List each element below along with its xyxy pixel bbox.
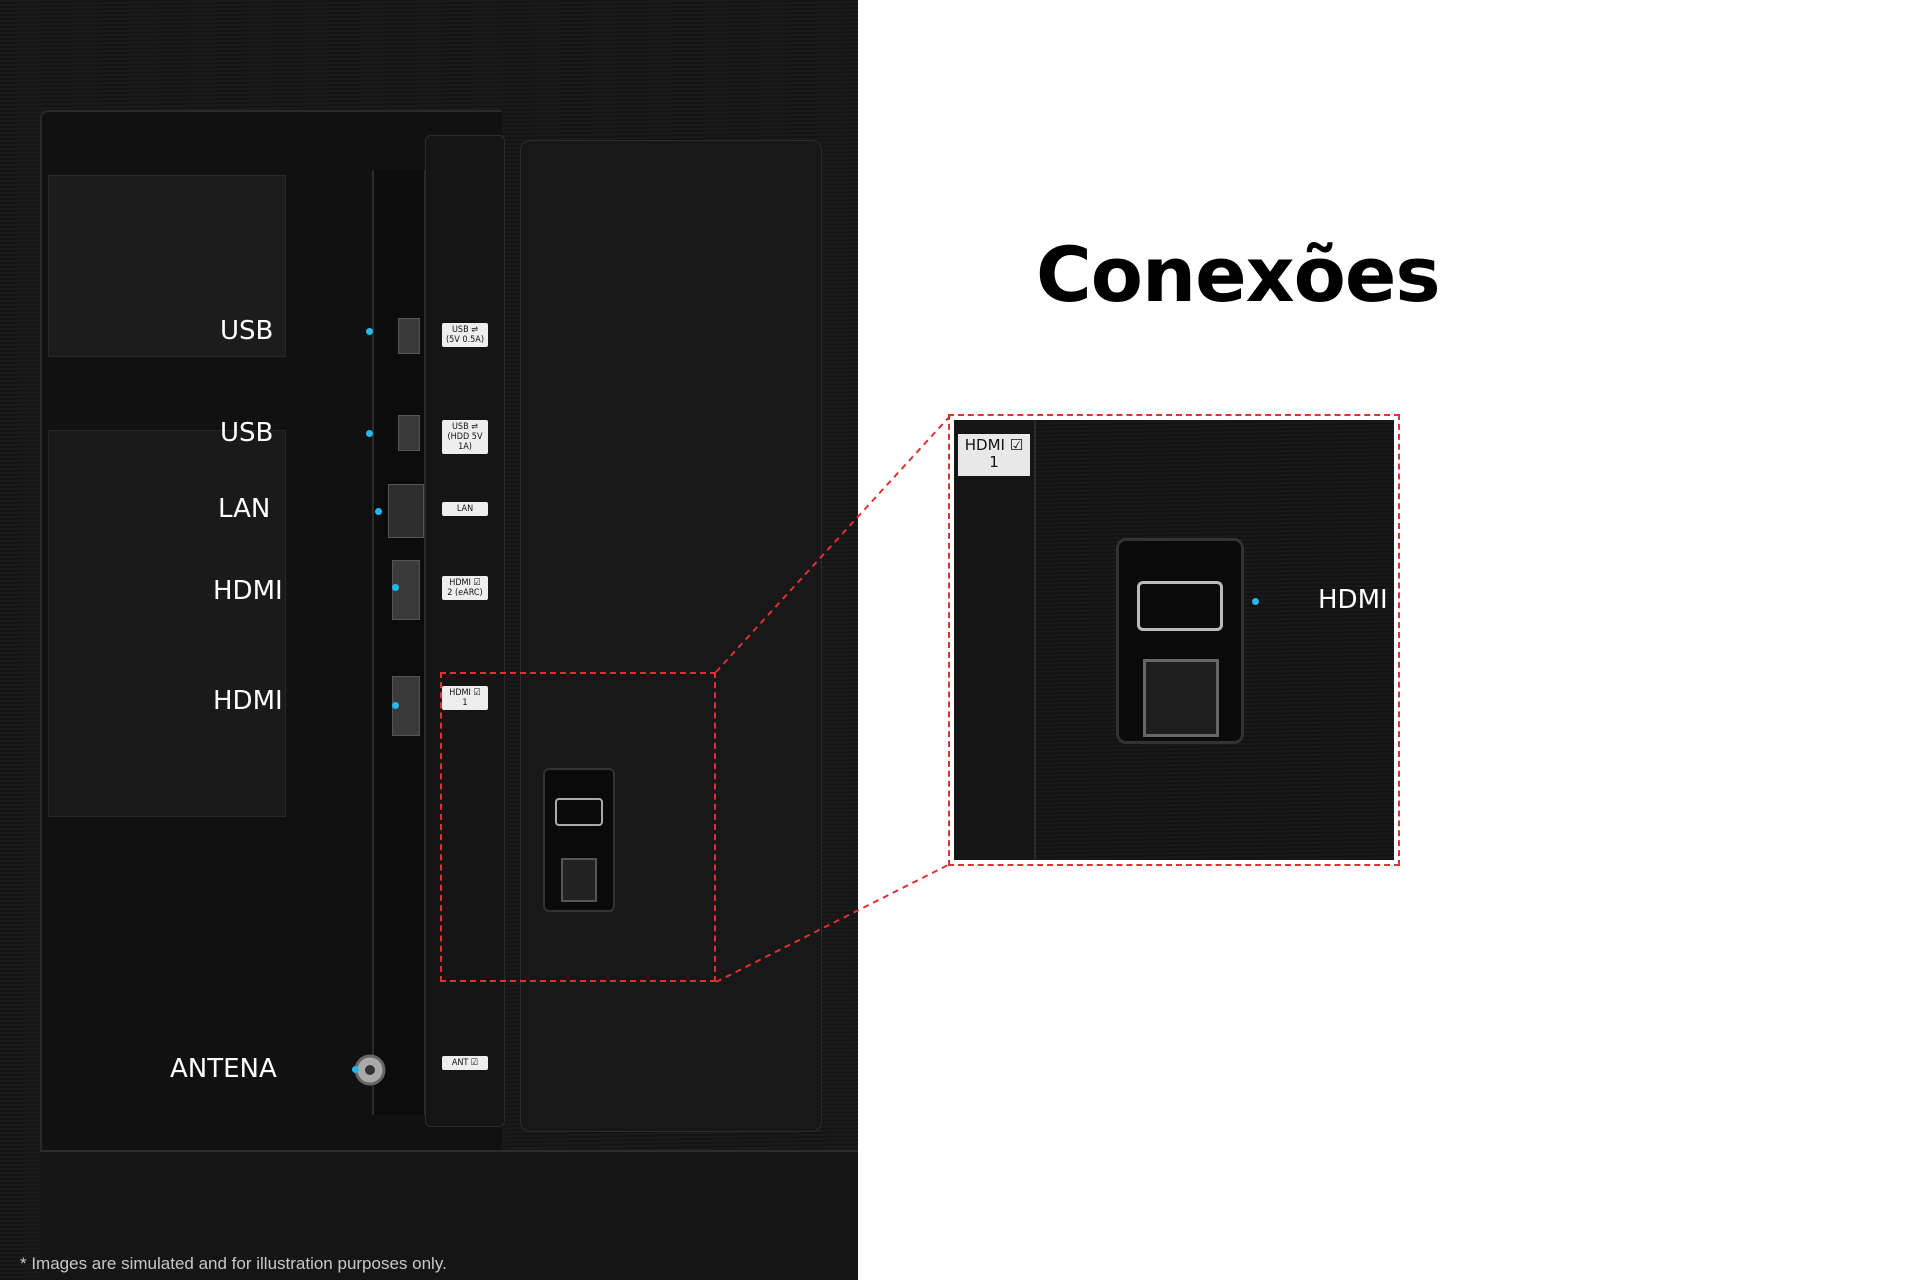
bottom-panel — [40, 1150, 858, 1280]
zoom-label-strip — [954, 420, 1036, 860]
label-area — [48, 175, 286, 357]
hdmi1-indicator-dot — [392, 702, 399, 709]
hdmi2-indicator-dot — [392, 584, 399, 591]
usb1-port-label: USB ⇌(5V 0.5A) — [442, 323, 488, 347]
side-panel — [520, 140, 822, 1132]
zoom-hdmi-socket-icon — [1137, 581, 1223, 631]
label-hdmi-1: HDMI — [213, 686, 283, 716]
optical-socket-icon — [561, 858, 597, 902]
lan-indicator-dot — [375, 508, 382, 515]
label-usb-1: USB — [220, 316, 274, 346]
hdmi-optical-block — [543, 768, 615, 912]
usb-port-1 — [398, 318, 420, 354]
lan-port — [388, 484, 424, 538]
hdmi1-port-label: HDMI ☑1 — [442, 686, 488, 710]
usb-port-2 — [398, 415, 420, 451]
label-area-lower — [48, 430, 286, 817]
hdmi2-port-label: HDMI ☑2 (eARC) — [442, 576, 488, 600]
usb2-indicator-dot — [366, 430, 373, 437]
ant-port-label: ANT ☑ — [442, 1056, 488, 1070]
zoom-optical-socket-icon — [1143, 659, 1219, 737]
label-hdmi-2: HDMI — [213, 576, 283, 606]
label-lan: LAN — [218, 494, 271, 524]
zoom-port-label: HDMI ☑1 — [958, 434, 1030, 476]
port-label-plate — [425, 135, 505, 1127]
highlight-box — [440, 672, 716, 982]
label-antena: ANTENA — [170, 1054, 277, 1084]
zoom-detail: HDMI ☑1 HDMI — [954, 420, 1394, 860]
antena-indicator-dot — [352, 1066, 359, 1073]
zoom-label-hdmi: HDMI — [1318, 585, 1388, 615]
usb2-port-label: USB ⇌(HDD 5V 1A) — [442, 420, 488, 454]
label-usb-2: USB — [220, 418, 274, 448]
hdmi-socket-icon — [555, 798, 603, 826]
usb1-indicator-dot — [366, 328, 373, 335]
zoom-hdmi-optical-block — [1116, 538, 1244, 744]
antenna-connector-icon — [354, 1054, 386, 1086]
zoom-hdmi-indicator-dot — [1252, 598, 1259, 605]
page-title: Conexões — [1036, 230, 1441, 319]
lan-port-label: LAN — [442, 502, 488, 516]
zoom-frame — [948, 414, 1400, 866]
disclaimer: * Images are simulated and for illustrat… — [20, 1254, 447, 1273]
tv-back-panel: USB ⇌(5V 0.5A) USB ⇌(HDD 5V 1A) LAN HDMI… — [0, 0, 858, 1280]
